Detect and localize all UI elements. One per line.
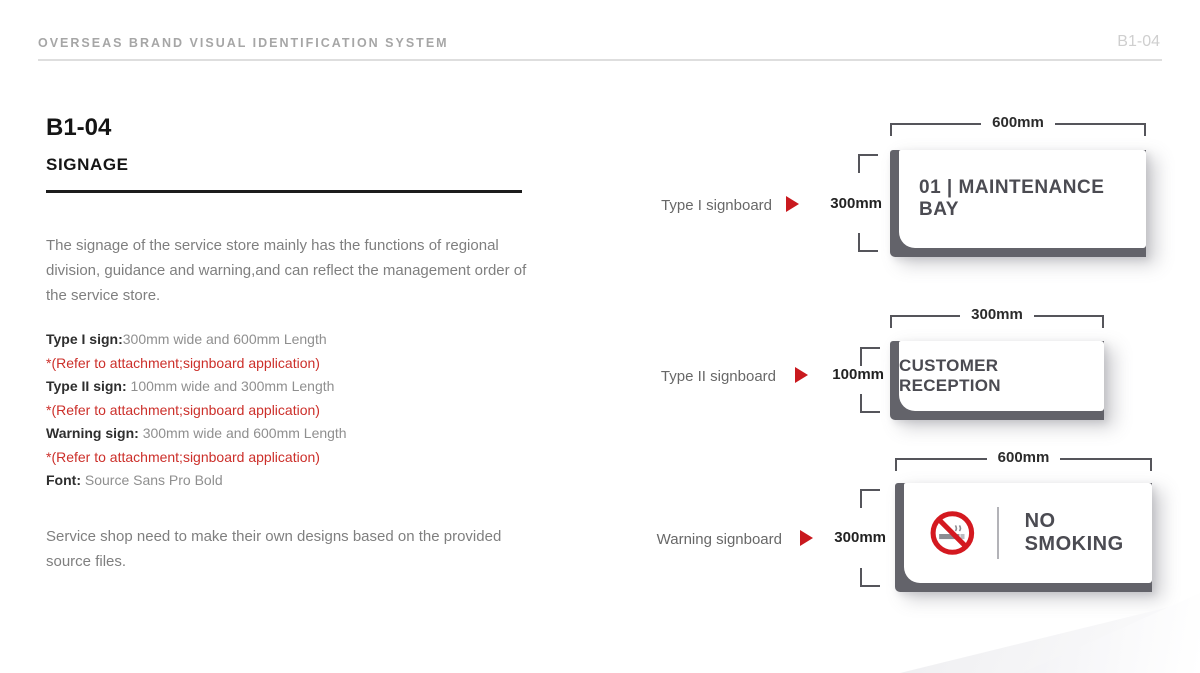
- spec-value: 300mm wide and 600mm Length: [122, 331, 327, 347]
- spec-label: Font:: [46, 472, 81, 488]
- bracket-tick: [895, 458, 897, 471]
- spec-note: *(Refer to attachment;signboard applicat…: [46, 354, 320, 371]
- width-dimension-label: 300mm: [971, 306, 1023, 323]
- signboard: NO SMOKING: [895, 483, 1152, 592]
- spec-label: Type II sign:: [46, 378, 127, 394]
- spec-value: 300mm wide and 600mm Length: [138, 425, 347, 441]
- header-divider: [38, 59, 1162, 61]
- height-dimension: 300mm: [830, 195, 882, 212]
- red-arrow-icon: [800, 530, 813, 546]
- spec-value: 100mm wide and 300mm Length: [126, 378, 335, 394]
- footer-note: Service shop need to make their own desi…: [46, 528, 502, 570]
- height-dimension: 300mm: [834, 529, 886, 546]
- height-dimension: 100mm: [832, 366, 884, 383]
- width-dimension: 600mm: [895, 448, 1153, 472]
- section-title: SIGNAGE: [46, 155, 129, 174]
- width-dimension-label: 600mm: [992, 114, 1044, 131]
- spec-value: Source Sans Pro Bold: [80, 472, 223, 488]
- bracket-tick: [890, 123, 892, 136]
- height-bracket: [858, 154, 880, 252]
- bracket-line: [1054, 123, 1145, 125]
- spec-line: Type I sign:300mm wide and 600mm Length: [46, 328, 546, 352]
- bracket-tick: [1150, 458, 1153, 471]
- signboard-text: 01 | MAINTENANCE BAY: [919, 177, 1105, 220]
- spec-note: *(Refer to attachment;signboard applicat…: [46, 401, 320, 418]
- spec-line: Font: Source Sans Pro Bold: [46, 469, 546, 493]
- signboard-face: NO SMOKING: [904, 483, 1152, 583]
- bracket-line: [892, 315, 961, 317]
- intro-paragraph: The signage of the service store mainly …: [46, 237, 527, 304]
- sign-type-label: Warning signboard: [656, 531, 782, 548]
- no-smoking-icon: [930, 511, 975, 555]
- signboard-face: CUSTOMER RECEPTION: [899, 341, 1104, 411]
- spec-list: Type I sign:300mm wide and 600mm Length …: [46, 328, 546, 493]
- spec-line: Type II sign: 100mm wide and 300mm Lengt…: [46, 375, 546, 399]
- height-bracket: [860, 347, 882, 413]
- spec-label: Warning sign:: [46, 425, 139, 441]
- sign-type-label: Type I signboard: [661, 197, 772, 214]
- spec-label: Type I sign:: [46, 331, 123, 347]
- spec-line: Warning sign: 300mm wide and 600mm Lengt…: [46, 422, 546, 446]
- height-bracket: [860, 489, 882, 587]
- width-dimension: 600mm: [890, 113, 1147, 137]
- vertical-divider: [996, 507, 999, 559]
- signboard-face: 01 | MAINTENANCE BAY: [899, 150, 1146, 248]
- bracket-line: [1033, 315, 1103, 317]
- width-dimension: 300mm: [890, 305, 1105, 329]
- sign-type-label: Type II signboard: [660, 368, 776, 385]
- red-arrow-icon: [786, 196, 799, 212]
- bracket-line: [1060, 458, 1151, 460]
- bracket-line: [897, 458, 987, 460]
- red-arrow-icon: [795, 367, 808, 383]
- spec-note: *(Refer to attachment;signboard applicat…: [46, 448, 320, 465]
- section-code: B1-04: [46, 114, 112, 141]
- bracket-tick: [1144, 123, 1147, 136]
- bracket-tick: [890, 315, 892, 328]
- document-title: OVERSEAS BRAND VISUAL IDENTIFICATION SYS…: [38, 36, 449, 50]
- signboard: 01 | MAINTENANCE BAY: [890, 150, 1146, 257]
- bracket-tick: [1102, 315, 1105, 328]
- signboard-text: CUSTOMER RECEPTION: [899, 356, 1001, 395]
- signboard: CUSTOMER RECEPTION: [890, 341, 1104, 420]
- title-divider: [46, 190, 522, 193]
- page-number: B1-04: [1117, 33, 1160, 50]
- signboard-text: NO SMOKING: [1024, 510, 1124, 555]
- width-dimension-label: 600mm: [997, 449, 1050, 466]
- bracket-line: [892, 123, 982, 125]
